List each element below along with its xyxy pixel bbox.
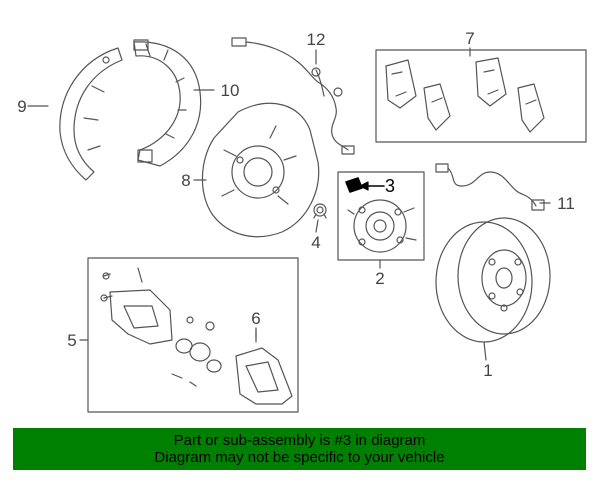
callout-3: 3 [385,176,395,196]
brake-parts-diagram: 9 10 8 12 7 3 11 4 2 5 6 1 [17,29,587,413]
part-9-parking-shoe [59,47,123,181]
callout-11: 11 [557,194,575,213]
part-12-speed-sensor [231,37,355,155]
callout-9: 9 [17,97,26,116]
callout-8: 8 [181,171,190,190]
callout-6: 6 [251,309,260,328]
callout-12: 12 [307,30,326,49]
banner-line-1: Part or sub-assembly is #3 in diagram [173,432,426,449]
part-2-hub-assembly [347,199,417,253]
part-11-wire-harness [435,163,545,211]
leader-lines [27,47,551,361]
part-1-brake-rotor [435,217,551,343]
part-4-bolt [313,203,327,219]
part-8-backing-plate [201,102,320,238]
banner-line-2: Diagram may not be specific to your vehi… [154,449,445,466]
callout-5: 5 [67,331,76,350]
callout-1: 1 [483,361,492,380]
part-3-box [337,171,425,261]
info-banner: Part or sub-assembly is #3 in diagram Di… [13,428,586,470]
part-7-box [375,49,587,143]
part-5-caliper [100,267,222,387]
leader-3-arrow [359,181,369,191]
callout-4: 4 [311,233,320,252]
part-7-brake-pads [385,57,545,133]
part-5-box [87,257,299,413]
part-6-caliper-bracket [235,329,293,405]
part-3-bolt [345,177,363,193]
callout-10: 10 [221,81,240,100]
part-10-parking-shoe [133,39,202,167]
callout-7: 7 [465,29,474,48]
callout-2: 2 [375,269,384,288]
